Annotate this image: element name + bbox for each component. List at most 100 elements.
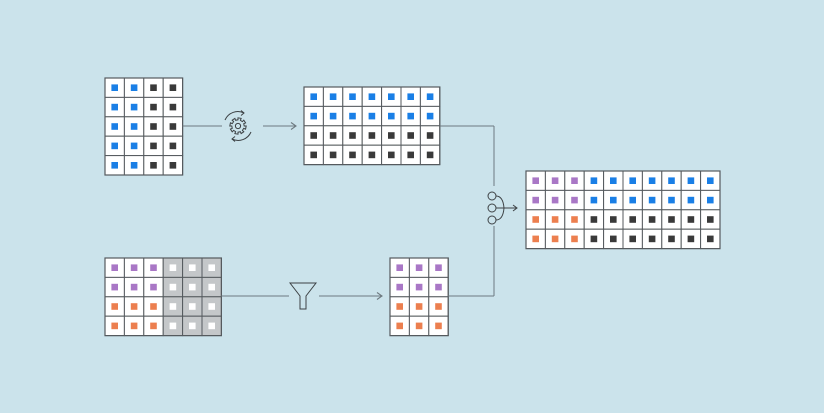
filtered-marker (189, 283, 196, 291)
blue-marker (648, 196, 656, 204)
blue-marker (111, 84, 118, 91)
blue-marker (610, 196, 617, 204)
blue-marker (130, 123, 138, 130)
blue-marker (310, 112, 317, 120)
orange-marker (111, 303, 118, 310)
blue-marker (629, 177, 636, 184)
purple-marker (111, 264, 118, 271)
transformed-a-table (303, 86, 441, 166)
purple-marker (415, 264, 423, 271)
merge-node (487, 215, 497, 225)
purple-marker (396, 264, 403, 271)
dark-marker (329, 151, 337, 159)
filtered-marker (189, 322, 196, 330)
blue-marker (407, 112, 414, 120)
blue-marker (130, 142, 138, 150)
blue-marker (388, 112, 395, 120)
dark-marker (590, 216, 598, 223)
dark-marker (349, 132, 356, 139)
dark-marker (310, 132, 317, 139)
dark-marker (310, 151, 317, 159)
filtered-marker (189, 303, 196, 310)
cog-outline (229, 117, 247, 135)
blue-marker (349, 112, 356, 120)
dark-marker (648, 216, 656, 223)
filtered-marker (208, 264, 215, 271)
purple-marker (532, 177, 539, 184)
cycle-arc (231, 131, 252, 141)
blue-marker (329, 93, 337, 100)
dark-marker (349, 151, 356, 159)
orange-marker (551, 235, 559, 243)
filtered-marker (208, 303, 215, 310)
merge-branch (495, 195, 505, 209)
dark-marker (169, 162, 177, 169)
orange-marker (551, 216, 559, 223)
blue-marker (111, 103, 118, 111)
dark-marker (426, 132, 434, 139)
dark-marker (150, 142, 157, 150)
orange-marker (571, 235, 578, 243)
orange-marker (415, 303, 423, 310)
blue-marker (590, 177, 598, 184)
blue-marker (111, 123, 118, 130)
dark-marker (169, 103, 177, 111)
cycle-arrow (240, 110, 245, 116)
orange-marker (415, 322, 423, 330)
purple-marker (551, 196, 559, 204)
dark-marker (169, 142, 177, 150)
dark-marker (150, 123, 157, 130)
blue-marker (590, 196, 598, 204)
merged-table (525, 170, 721, 250)
blue-marker (707, 196, 714, 204)
orange-marker (130, 322, 138, 330)
orange-marker (396, 303, 403, 310)
purple-marker (150, 264, 157, 271)
dark-marker (629, 235, 636, 243)
blue-marker (648, 177, 656, 184)
purple-marker (532, 196, 539, 204)
source-b-table (104, 257, 223, 337)
blue-marker (111, 162, 118, 169)
dark-marker (426, 151, 434, 159)
filtered-marker (169, 283, 177, 291)
source-a-table (104, 77, 184, 176)
blue-marker (426, 93, 434, 100)
filtered-marker (169, 303, 177, 310)
blue-marker (687, 177, 695, 184)
filtered-marker (169, 322, 177, 330)
dark-marker (629, 216, 636, 223)
dark-marker (707, 235, 714, 243)
blue-marker (368, 112, 376, 120)
purple-marker (130, 283, 138, 291)
dark-marker (687, 216, 695, 223)
dark-marker (388, 132, 395, 139)
dark-marker (388, 151, 395, 159)
merge-branch (495, 207, 505, 221)
purple-marker (435, 283, 442, 291)
dark-marker (150, 103, 157, 111)
orange-marker (396, 322, 403, 330)
dark-marker (610, 235, 617, 243)
dark-marker (169, 84, 177, 91)
filtered-marker (189, 264, 196, 271)
blue-marker (426, 112, 434, 120)
blue-marker (687, 196, 695, 204)
table-border (389, 257, 449, 337)
blue-marker (130, 162, 138, 169)
dark-marker (687, 235, 695, 243)
blue-marker (707, 177, 714, 184)
dark-marker (668, 235, 675, 243)
table-border (525, 170, 721, 250)
purple-marker (435, 264, 442, 271)
purple-marker (111, 283, 118, 291)
merge-nodes-icon (487, 191, 518, 225)
purple-marker (396, 283, 403, 291)
merge-node (487, 203, 497, 213)
blue-marker (368, 93, 376, 100)
blue-marker (407, 93, 414, 100)
dark-marker (648, 235, 656, 243)
purple-marker (571, 177, 578, 184)
purple-marker (415, 283, 423, 291)
